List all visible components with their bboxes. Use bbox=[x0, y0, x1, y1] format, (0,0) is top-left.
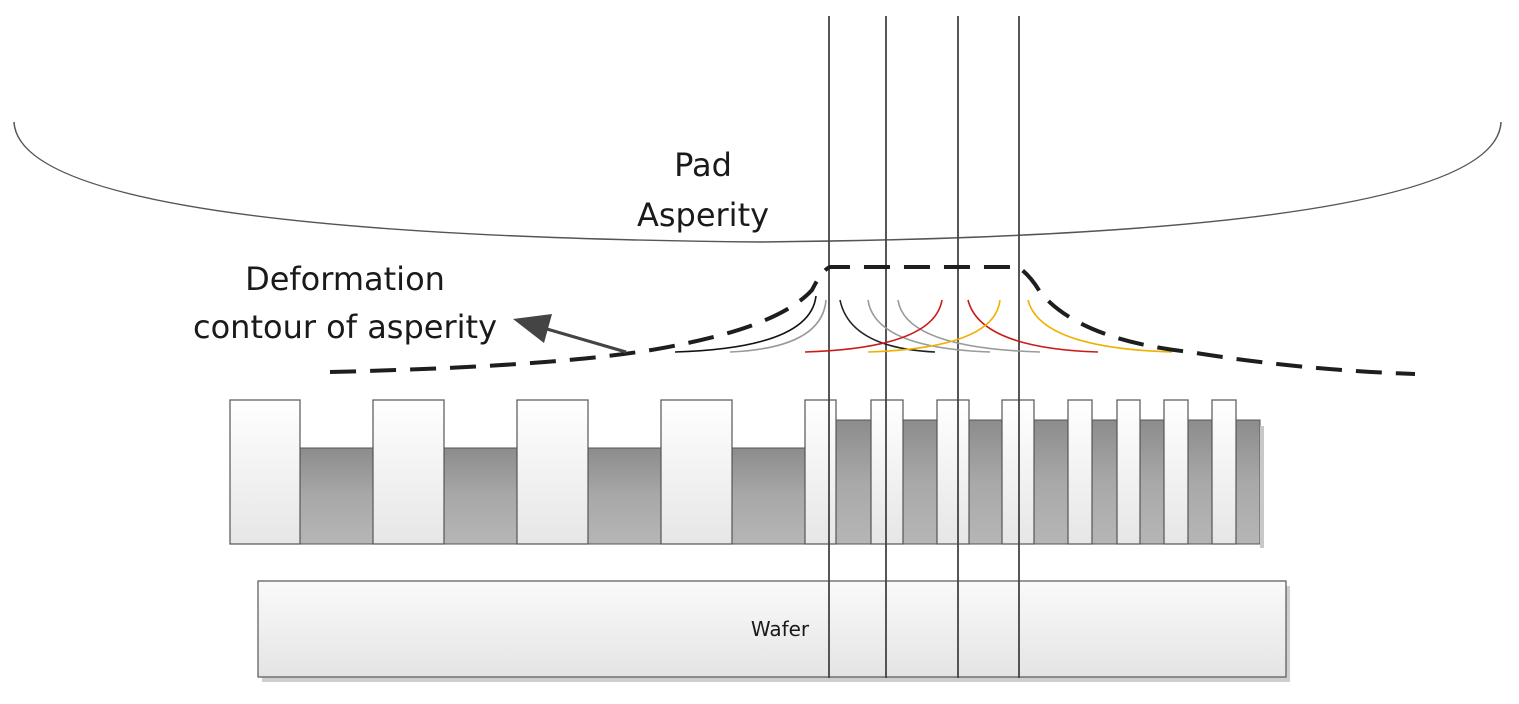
curve-gray bbox=[897, 299, 1041, 353]
narrow-feature bbox=[1067, 399, 1093, 545]
pad-label-line2: Asperity bbox=[636, 196, 770, 234]
contour-arrow bbox=[513, 314, 627, 354]
arrow-shaft bbox=[539, 325, 627, 354]
pad-label-line1: Pad bbox=[674, 146, 732, 184]
vertical-reference-lines bbox=[828, 16, 1020, 678]
deformation-contour bbox=[329, 265, 1416, 376]
wide-feature bbox=[516, 399, 589, 545]
narrow-feature bbox=[1116, 399, 1141, 545]
curve-black bbox=[839, 299, 936, 353]
curve-black bbox=[674, 295, 817, 353]
narrow-feature bbox=[870, 399, 904, 545]
feature-row bbox=[229, 399, 1264, 548]
narrow-feature bbox=[804, 399, 837, 545]
deformation-label-line1: Deformation bbox=[245, 260, 445, 298]
pad-asperity-label: Pad Asperity bbox=[618, 140, 788, 240]
wafer-label: Wafer bbox=[750, 617, 810, 641]
curve-red bbox=[804, 299, 943, 353]
curve-red bbox=[967, 299, 1099, 353]
narrow-feature bbox=[1163, 399, 1189, 545]
deformation-contour-label: Deformation contour of asperity bbox=[150, 255, 540, 351]
block-shadow bbox=[1260, 426, 1264, 548]
wide-feature bbox=[229, 399, 301, 545]
curve-gray bbox=[729, 299, 827, 353]
arrowhead-icon bbox=[513, 314, 552, 343]
deformation-label-line2: contour of asperity bbox=[192, 308, 497, 346]
pad-asperity-arc bbox=[13, 121, 1502, 243]
curve-yellow bbox=[867, 299, 1001, 353]
contact-curves bbox=[674, 295, 1173, 353]
curve-yellow bbox=[1027, 299, 1173, 353]
wide-feature bbox=[372, 399, 445, 545]
narrow-feature bbox=[1211, 399, 1237, 545]
wide-feature bbox=[660, 399, 733, 545]
narrow-feature bbox=[1001, 399, 1035, 545]
narrow-feature bbox=[936, 399, 970, 545]
wafer-block bbox=[257, 580, 1287, 678]
